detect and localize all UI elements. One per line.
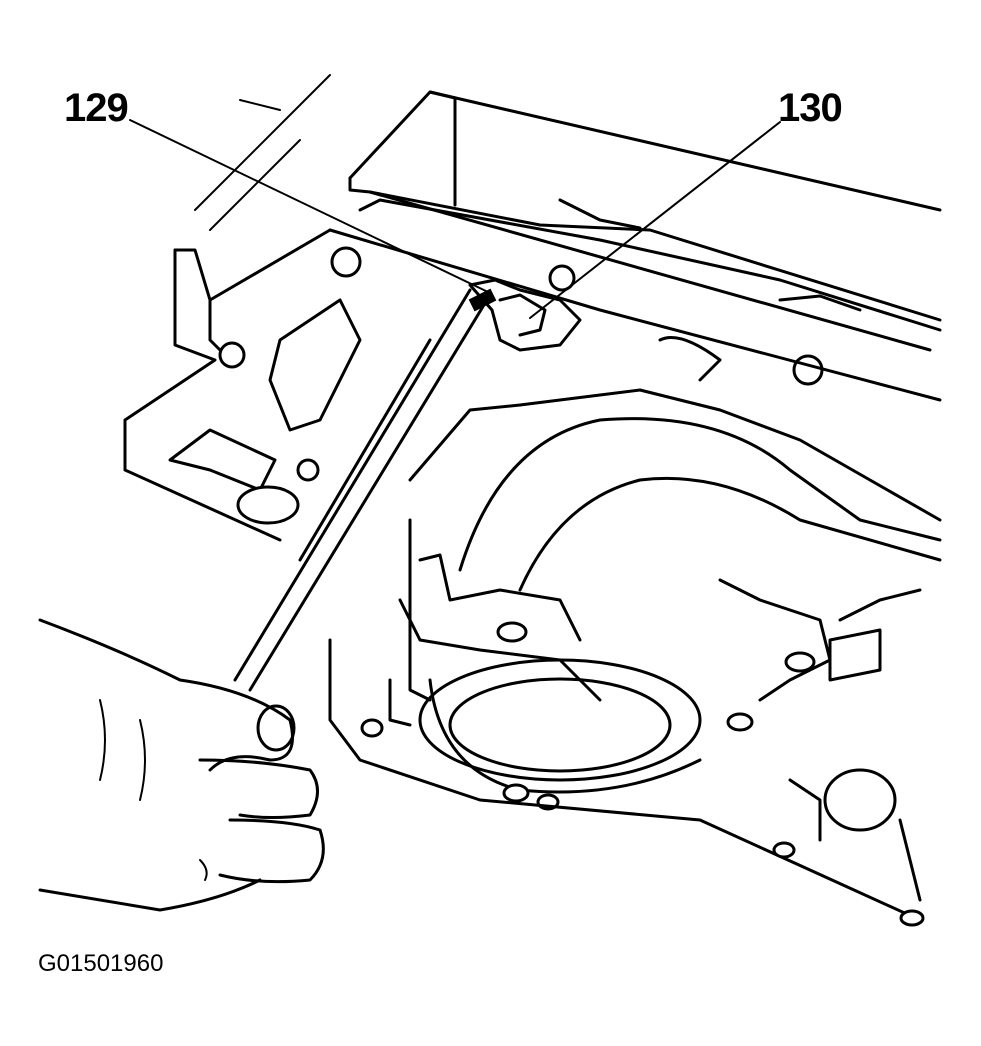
- callout-label-129: 129: [64, 86, 129, 130]
- bolt-hole: [360, 718, 384, 738]
- figure-id: G01501960: [38, 950, 164, 977]
- screwdriver-tip: [256, 704, 296, 752]
- hand: [38, 618, 325, 912]
- bolt-hole: [772, 841, 796, 859]
- bolt-hole: [496, 621, 528, 643]
- bolt-hole: [236, 485, 300, 525]
- bolt-hole: [296, 458, 320, 482]
- transmission-case: [328, 638, 925, 927]
- valve-body-cover: [328, 90, 942, 402]
- bolt-hole: [726, 712, 754, 732]
- leader-line-129: [129, 119, 489, 293]
- gasket-plate: [123, 74, 362, 542]
- filter-body: [418, 658, 702, 782]
- bolt-hole: [502, 783, 530, 803]
- callout-label-130: 130: [778, 86, 843, 130]
- bolt-hole: [548, 264, 576, 292]
- oil-filter-assembly: [398, 336, 942, 842]
- bolt-hole: [899, 909, 925, 927]
- bolt-hole: [218, 341, 246, 369]
- bolt-hole: [784, 651, 816, 673]
- bolt-hole: [792, 354, 824, 386]
- bolt-hole: [330, 246, 362, 278]
